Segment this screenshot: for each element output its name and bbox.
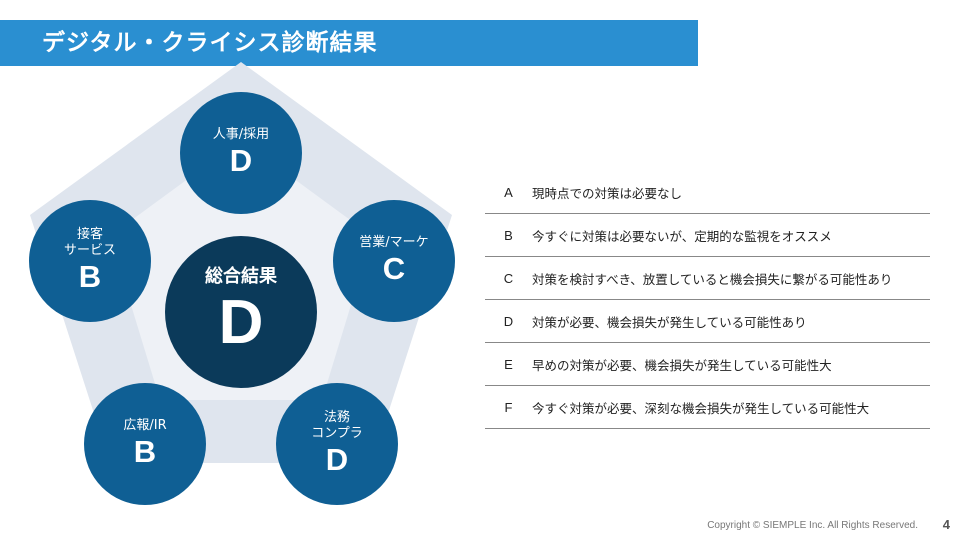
legend-row-f: F 今すぐ対策が必要、深刻な機会損失が発生している可能性大: [485, 386, 930, 429]
overall-result-grade: D: [218, 288, 264, 357]
category-label: 接客 サービス: [63, 227, 116, 258]
legend-description: 今すぐ対策が必要、深刻な機会損失が発生している可能性大: [532, 400, 870, 416]
page-number: 4: [942, 517, 950, 532]
category-label: 人事/採用: [212, 127, 270, 142]
legend-key: E: [504, 356, 513, 372]
category-label: 営業/マーケ: [359, 235, 429, 250]
overall-result-circle: 総合結果 D: [165, 236, 317, 388]
category-grade: D: [229, 143, 253, 178]
category-label: 法務 コンプラ: [311, 410, 363, 441]
category-grade: B: [78, 259, 102, 294]
legend-key: A: [504, 184, 513, 200]
legend-key: F: [504, 399, 513, 415]
category-pr-ir: 広報/IR B: [84, 383, 206, 505]
category-label: 広報/IR: [123, 418, 167, 433]
page-title: デジタル・クライシス診断結果: [42, 30, 378, 56]
legend-row-c: C 対策を検討すべき、放置していると機会損失に繋がる可能性あり: [485, 257, 930, 300]
legend-row-b: B 今すぐに対策は必要ないが、定期的な監視をオススメ: [485, 214, 930, 257]
legend-key: B: [504, 227, 513, 243]
grade-legend: A 現時点での対策は必要なし B 今すぐに対策は必要ないが、定期的な監視をオスス…: [485, 171, 930, 429]
legend-key: C: [503, 270, 514, 286]
legend-row-a: A 現時点での対策は必要なし: [485, 171, 930, 214]
category-grade: C: [382, 251, 406, 286]
legend-row-e: E 早めの対策が必要、機会損失が発生している可能性大: [485, 343, 930, 386]
legend-description: 対策が必要、機会損失が発生している可能性あり: [532, 314, 807, 330]
copyright-footer: Copyright © SIEMPLE Inc. All Rights Rese…: [707, 520, 918, 531]
category-grade: B: [133, 434, 157, 469]
legend-description: 今すぐに対策は必要ないが、定期的な監視をオススメ: [532, 228, 832, 244]
legend-key: D: [503, 313, 514, 329]
legend-description: 対策を検討すべき、放置していると機会損失に繋がる可能性あり: [532, 271, 893, 287]
legend-description: 早めの対策が必要、機会損失が発生している可能性大: [532, 357, 832, 373]
category-legal-compliance: 法務 コンプラ D: [276, 383, 398, 505]
title-bar: デジタル・クライシス診断結果: [0, 20, 698, 66]
category-hr-recruitment: 人事/採用 D: [180, 92, 302, 214]
category-grade: D: [325, 442, 349, 477]
category-customer-service: 接客 サービス B: [29, 200, 151, 322]
legend-row-d: D 対策が必要、機会損失が発生している可能性あり: [485, 300, 930, 343]
category-sales-marketing: 営業/マーケ C: [333, 200, 455, 322]
legend-description: 現時点での対策は必要なし: [532, 185, 683, 201]
overall-result-label: 総合結果: [205, 266, 277, 287]
